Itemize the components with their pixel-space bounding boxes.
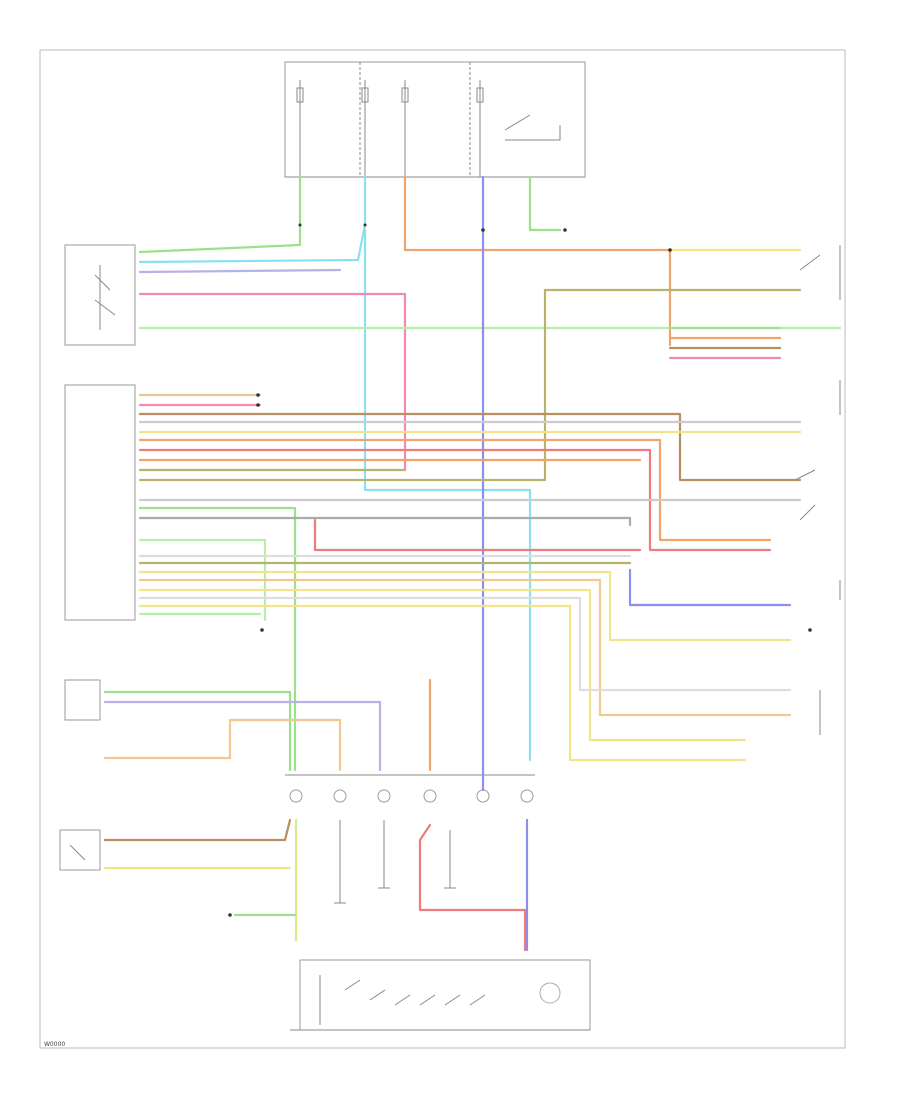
fuse-icon	[296, 87, 304, 103]
wire-pcm-15	[138, 570, 792, 642]
connector-icon	[476, 789, 490, 803]
splice-dot	[808, 628, 812, 632]
wire-pcm-17	[138, 588, 747, 742]
ground-icon	[334, 895, 346, 904]
wire-gray-stub-1	[339, 820, 451, 895]
diagram-frame	[39, 49, 846, 1049]
wire-pcm-19	[138, 604, 747, 762]
connector-icon	[520, 789, 534, 803]
switch-box	[59, 829, 101, 871]
splice-dot	[260, 628, 264, 632]
powertrain-control-module	[64, 384, 136, 621]
connector-row	[285, 774, 535, 803]
switch-icon	[69, 844, 86, 861]
wire-orange	[403, 175, 672, 347]
wire-cyan-long	[363, 228, 532, 762]
splice-dot	[256, 403, 260, 407]
ground-icon	[378, 880, 390, 889]
wire-pcm-9	[138, 506, 297, 772]
wire-lower-3	[103, 718, 342, 772]
ground-icon	[444, 880, 456, 889]
wire-pcm-5	[138, 438, 772, 542]
control-switch-box	[290, 959, 591, 1031]
wire-pcm-16	[138, 578, 792, 717]
wire-pcm-18	[138, 596, 792, 692]
switch-icon	[94, 265, 116, 330]
relay-switch-icon	[504, 114, 561, 141]
right-module-bracket	[819, 245, 841, 735]
fuse-icon	[476, 87, 484, 103]
splice-dot	[668, 248, 672, 252]
wire-pcm-10	[138, 516, 632, 527]
figure-id: W0000	[44, 1041, 65, 1048]
wire-lower-2	[103, 700, 382, 772]
splice-dot	[481, 228, 485, 232]
fuse-icon	[361, 87, 369, 103]
wire-pcm-11	[313, 518, 642, 552]
fuse-junction-box	[284, 61, 586, 178]
splice-dot	[363, 223, 367, 227]
wire-cyan	[138, 175, 367, 264]
wire-pcm-12	[138, 538, 267, 622]
left-module-box	[64, 244, 136, 346]
wire-lower-1	[103, 690, 292, 772]
knob-icon	[539, 982, 561, 1004]
connector-icon	[377, 789, 391, 803]
wire-brown-switch	[103, 818, 292, 842]
splice-dot	[256, 393, 260, 397]
splice-dot	[298, 223, 302, 227]
wire-olive	[138, 288, 547, 482]
wire-pink	[138, 292, 407, 472]
wire-blue-right	[628, 568, 792, 607]
splice-dot	[228, 913, 232, 917]
switch-icon	[794, 254, 821, 521]
connector-icon	[289, 789, 303, 803]
fuse-icon	[401, 87, 409, 103]
wire-green	[138, 175, 302, 254]
lower-left-module	[64, 679, 101, 721]
wire-ltgreen-top	[528, 175, 562, 232]
connector-icon	[423, 789, 437, 803]
wire-red-loop	[418, 823, 527, 952]
connector-icon	[333, 789, 347, 803]
wire-purple	[138, 268, 342, 274]
splice-dot	[563, 228, 567, 232]
wire-brown	[138, 412, 802, 482]
